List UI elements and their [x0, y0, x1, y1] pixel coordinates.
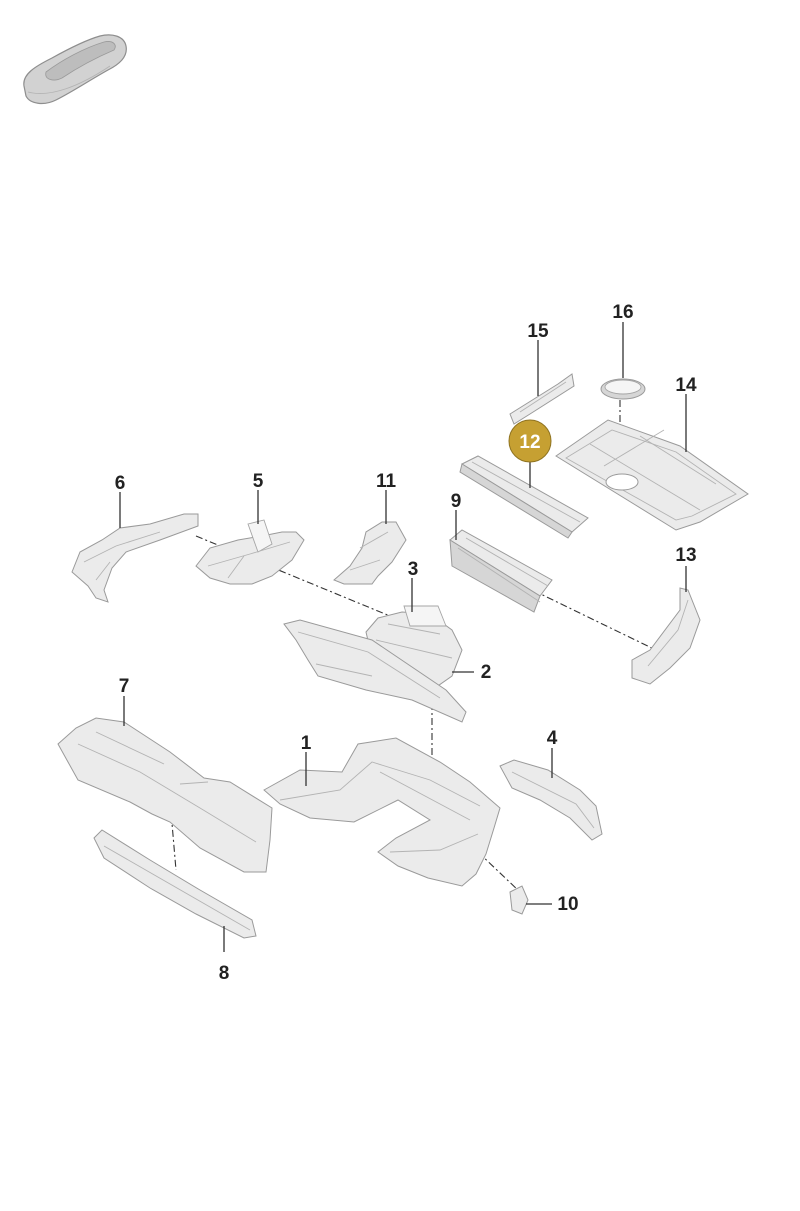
part-14-rear-floor-panel[interactable] [555, 419, 749, 531]
callout-7[interactable]: 7 [119, 676, 130, 697]
callout-4[interactable]: 4 [547, 728, 558, 749]
part-4-side-channel[interactable] [499, 759, 603, 841]
part-13-side-bracket[interactable] [631, 587, 701, 685]
callout-9[interactable]: 9 [451, 491, 462, 512]
part-10-clip[interactable] [509, 885, 529, 915]
callout-5[interactable]: 5 [253, 471, 264, 492]
callout-13[interactable]: 13 [675, 545, 696, 566]
callout-12-highlight[interactable]: 12 [508, 419, 552, 463]
part-16-plug[interactable] [600, 378, 646, 400]
callout-16[interactable]: 16 [612, 302, 633, 323]
alignment-line-1-10 [477, 851, 521, 893]
part-1-floor-pan[interactable] [263, 737, 501, 887]
callout-8[interactable]: 8 [219, 963, 230, 984]
callout-15[interactable]: 15 [527, 321, 549, 342]
callout-1[interactable]: 1 [301, 733, 312, 754]
car-silhouette-icon[interactable] [23, 34, 127, 105]
part-7-floor-member[interactable] [57, 717, 273, 873]
part-9-cross-member[interactable] [449, 529, 553, 613]
part-8-sill-rail[interactable] [93, 829, 257, 939]
part-6-side-member[interactable] [71, 513, 199, 603]
callout-14[interactable]: 14 [675, 375, 697, 396]
part-11-bracket[interactable] [333, 521, 407, 585]
part-12-cross-member[interactable] [459, 455, 589, 539]
part-15-bracket[interactable] [509, 373, 575, 425]
callout-6[interactable]: 6 [115, 473, 126, 494]
callout-2[interactable]: 2 [481, 662, 492, 683]
leader-lines [119, 322, 687, 952]
alignment-line-9-13 [519, 583, 661, 653]
part-5-wheel-house[interactable] [195, 519, 305, 585]
part-2-floor-center[interactable] [283, 619, 467, 723]
callout-11[interactable]: 11 [376, 471, 397, 492]
callout-3[interactable]: 3 [408, 559, 419, 580]
callout-12: 12 [519, 432, 540, 453]
callout-labels: 15 16 14 9 13 6 5 11 3 2 7 1 4 10 8 [115, 302, 697, 984]
callout-10[interactable]: 10 [557, 894, 578, 915]
